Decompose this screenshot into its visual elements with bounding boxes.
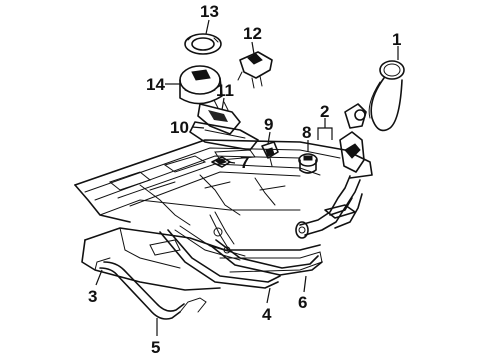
leader-lines [95,19,399,336]
fuel-line-fitting [261,141,279,167]
fuel-strainer-tray [189,121,259,151]
fuel-filler-housing [339,103,367,173]
tank-seal-gasket [184,33,222,55]
callout-14: 14 [146,75,165,94]
callout-labels: 1 2 3 4 5 6 7 8 9 10 11 12 13 14 [88,2,401,357]
callout-8: 8 [302,123,311,142]
filler-pipe [295,175,363,239]
callout-11: 11 [216,81,234,100]
fuel-pump [197,99,241,135]
tank-strap-front [99,261,207,320]
callout-9: 9 [264,115,273,134]
callout-5: 5 [151,338,160,357]
callout-3: 3 [88,287,97,306]
rollover-vent-valve [298,153,318,174]
fuel-sender-connector [237,51,273,89]
tank-strap-middle [159,229,281,289]
fuel-tank [81,227,323,291]
callout-6: 6 [298,293,307,312]
fuel-lines [174,211,246,261]
fuel-filler-cap-and-tether [368,60,405,132]
callout-7: 7 [240,153,249,172]
callout-12: 12 [243,24,262,43]
callout-2: 2 [320,102,329,121]
callout-1: 1 [392,30,401,49]
vehicle-underbody [74,139,373,226]
callout-13: 13 [200,2,219,21]
retaining-clip [211,156,231,168]
callout-10: 10 [170,118,189,137]
callout-4: 4 [262,305,272,324]
